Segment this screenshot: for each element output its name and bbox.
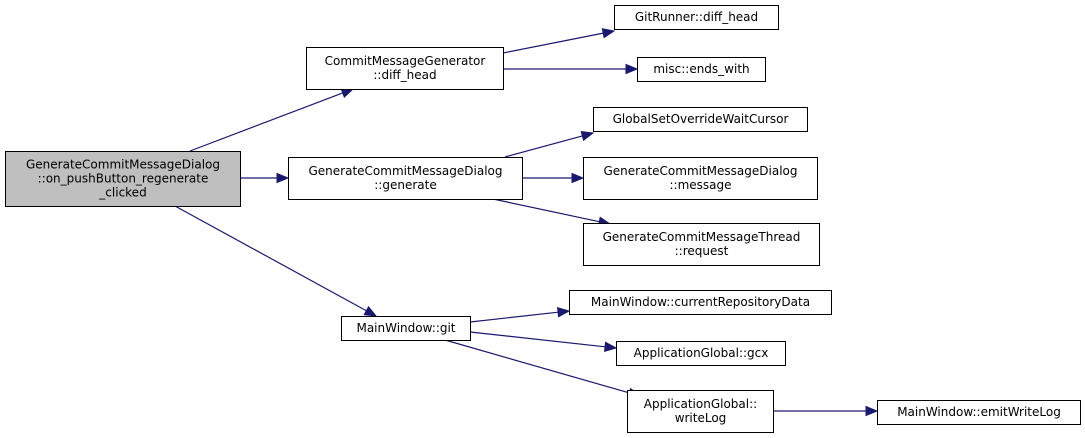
edge-gcmd_generate-to-gcmt_request xyxy=(492,198,612,227)
edge-cmg_diff_head-to-gitrunner_diff_head xyxy=(502,28,616,54)
node-mw-git[interactable]: MainWindow::git xyxy=(341,316,471,341)
node-label-line: GenerateCommitMessageDialog xyxy=(26,158,220,172)
node-label-line: ::request xyxy=(675,244,729,258)
edge-root-to-gcmd_generate xyxy=(240,172,290,184)
node-box xyxy=(616,341,786,366)
node-ag-gcx[interactable]: ApplicationGlobal::gcx xyxy=(616,341,786,366)
node-gcmt-request[interactable]: GenerateCommitMessageThread::request xyxy=(583,223,820,266)
edge-root-to-mw_git xyxy=(174,205,378,317)
node-gcmd-generate[interactable]: GenerateCommitMessageDialog::generate xyxy=(288,157,523,200)
node-label-line: MainWindow::emitWriteLog xyxy=(897,405,1061,419)
node-label-line: ApplicationGlobal:: xyxy=(644,397,757,411)
node-label-line: MainWindow::git xyxy=(356,321,455,335)
edge-line xyxy=(469,311,559,323)
nodes-layer: GenerateCommitMessageDialog::on_pushButt… xyxy=(5,5,1081,433)
node-label-line: GenerateCommitMessageDialog xyxy=(604,164,798,178)
node-misc-ends-with[interactable]: misc::ends_with xyxy=(637,57,766,82)
node-cmg-diff-head[interactable]: CommitMessageGenerator::diff_head xyxy=(306,47,504,90)
edge-ag_writelog-to-mw_emitwritelog xyxy=(773,405,879,417)
node-label-line: GenerateCommitMessageDialog xyxy=(309,164,503,178)
arrowhead-icon xyxy=(363,305,378,317)
node-mw-current-repo[interactable]: MainWindow::currentRepositoryData xyxy=(569,290,832,315)
arrowhead-icon xyxy=(580,130,595,142)
node-label-line: ::diff_head xyxy=(373,68,436,82)
node-label-line: ::on_pushButton_regenerate xyxy=(38,172,209,186)
node-box xyxy=(288,157,523,200)
arrowhead-icon xyxy=(601,28,616,39)
node-box xyxy=(306,47,504,90)
node-label-line: GlobalSetOverrideWaitCursor xyxy=(613,112,789,126)
edge-gcmd_generate-to-gcmd_message xyxy=(522,172,585,184)
node-label-line: _clicked xyxy=(98,186,146,200)
node-label-line: GitRunner::diff_head xyxy=(635,10,758,24)
edge-line xyxy=(469,331,606,348)
arrowhead-icon xyxy=(276,172,290,184)
edge-line xyxy=(504,135,583,158)
node-label-line: ::generate xyxy=(374,178,436,192)
node-ag-writelog[interactable]: ApplicationGlobal::writeLog xyxy=(627,390,774,433)
edge-line xyxy=(444,339,630,394)
node-box xyxy=(341,316,471,341)
node-box xyxy=(593,107,808,132)
node-root[interactable]: GenerateCommitMessageDialog::on_pushButt… xyxy=(5,151,241,207)
node-label-line: ApplicationGlobal::gcx xyxy=(634,346,769,360)
node-box xyxy=(627,390,774,433)
node-gcmd-message[interactable]: GenerateCommitMessageDialog::message xyxy=(583,157,818,200)
node-label-line: CommitMessageGenerator xyxy=(325,54,486,68)
edge-gcmd_generate-to-gsowc xyxy=(504,130,595,158)
node-box xyxy=(5,151,241,207)
node-label-line: writeLog xyxy=(675,411,727,425)
edge-root-to-cmg_diff_head xyxy=(189,88,355,152)
node-label-line: GenerateCommitMessageThread xyxy=(603,230,801,244)
node-box xyxy=(614,5,779,30)
node-label-line: ::message xyxy=(669,178,731,192)
edge-line xyxy=(502,32,604,54)
node-mw-emitwritelog[interactable]: MainWindow::emitWriteLog xyxy=(877,400,1081,425)
arrowhead-icon xyxy=(625,63,639,75)
arrowhead-icon xyxy=(556,307,571,318)
arrowhead-icon xyxy=(571,172,585,184)
node-box xyxy=(877,400,1081,425)
node-box xyxy=(583,223,820,266)
edges-layer xyxy=(174,28,879,417)
node-label-line: MainWindow::currentRepositoryData xyxy=(591,295,810,309)
edge-line xyxy=(189,92,343,152)
node-label-line: misc::ends_with xyxy=(653,62,749,76)
node-gsowc[interactable]: GlobalSetOverrideWaitCursor xyxy=(593,107,808,132)
arrowhead-icon xyxy=(865,405,879,417)
edge-mw_git-to-ag_gcx xyxy=(469,331,618,352)
arrowhead-icon xyxy=(603,341,618,352)
node-box xyxy=(583,157,818,200)
edge-mw_git-to-mw_current_repo xyxy=(469,307,571,323)
node-box xyxy=(569,290,832,315)
node-box xyxy=(637,57,766,82)
node-gitrunner-diff-head[interactable]: GitRunner::diff_head xyxy=(614,5,779,30)
edge-line xyxy=(492,198,600,223)
edge-cmg_diff_head-to-misc_ends_with xyxy=(503,63,639,75)
edge-line xyxy=(174,205,367,312)
